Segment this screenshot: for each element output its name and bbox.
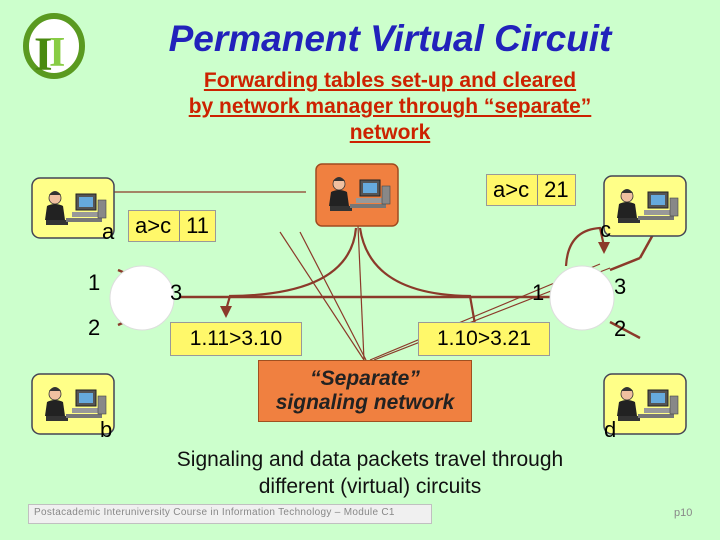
host-d-workstation[interactable] [603,373,687,435]
host-label-b: b [100,417,113,442]
left-switch-port-2: 2 [88,315,101,340]
network-manager-workstation[interactable] [315,163,399,227]
pvc-table-right: 1.10>3.21 [418,322,550,356]
left-switch-port-1: 1 [88,270,101,295]
subtitle: Forwarding tables set-up and cleared by … [130,68,650,146]
note-line-2: different (virtual) circuits [258,475,482,498]
subtitle-line-1: Forwarding tables set-up and cleared [203,69,577,92]
subtitle-line-3: network [349,121,431,144]
ii-logo-icon: I I [23,13,85,81]
subtitle-line-2: by network manager through “separate” [188,95,592,118]
left-switch-port-3: 3 [170,280,183,305]
pvc-table-left: 1.11>3.10 [170,322,302,356]
forwarding-entry: a>c [135,213,172,238]
switch-node-icon [549,265,615,331]
page-number: p10 [674,507,693,519]
switch-node-icon [109,265,175,331]
svg-text:I: I [34,28,53,81]
footer-bar [28,504,432,524]
forwarding-label: 11 [179,211,209,241]
forwarding-table-left: a>c 11 [128,210,216,242]
right-switch-port-1: 1 [532,280,545,305]
forwarding-label: 21 [537,175,569,205]
signaling-line-1: “Separate” [310,367,420,390]
host-label-c: c [600,217,611,242]
note-line-1: Signaling and data packets travel throug… [176,448,564,471]
signaling-network-box: “Separate” signaling network [258,360,472,422]
forwarding-entry: a>c [493,177,530,202]
host-label-a: a [102,219,115,244]
forwarding-table-right: a>c 21 [486,174,576,206]
svg-text:I: I [49,30,65,76]
page-title: Permanent Virtual Circuit [168,18,612,59]
right-switch-port-3: 3 [614,274,627,299]
explanation-note: Signaling and data packets travel throug… [110,446,630,500]
host-c-workstation[interactable] [603,175,687,237]
right-switch-port-2: 2 [614,316,627,341]
footer-text: Postacademic Interuniversity Course in I… [34,507,395,518]
host-label-d: d [604,417,617,442]
signaling-line-2: signaling network [275,391,455,414]
